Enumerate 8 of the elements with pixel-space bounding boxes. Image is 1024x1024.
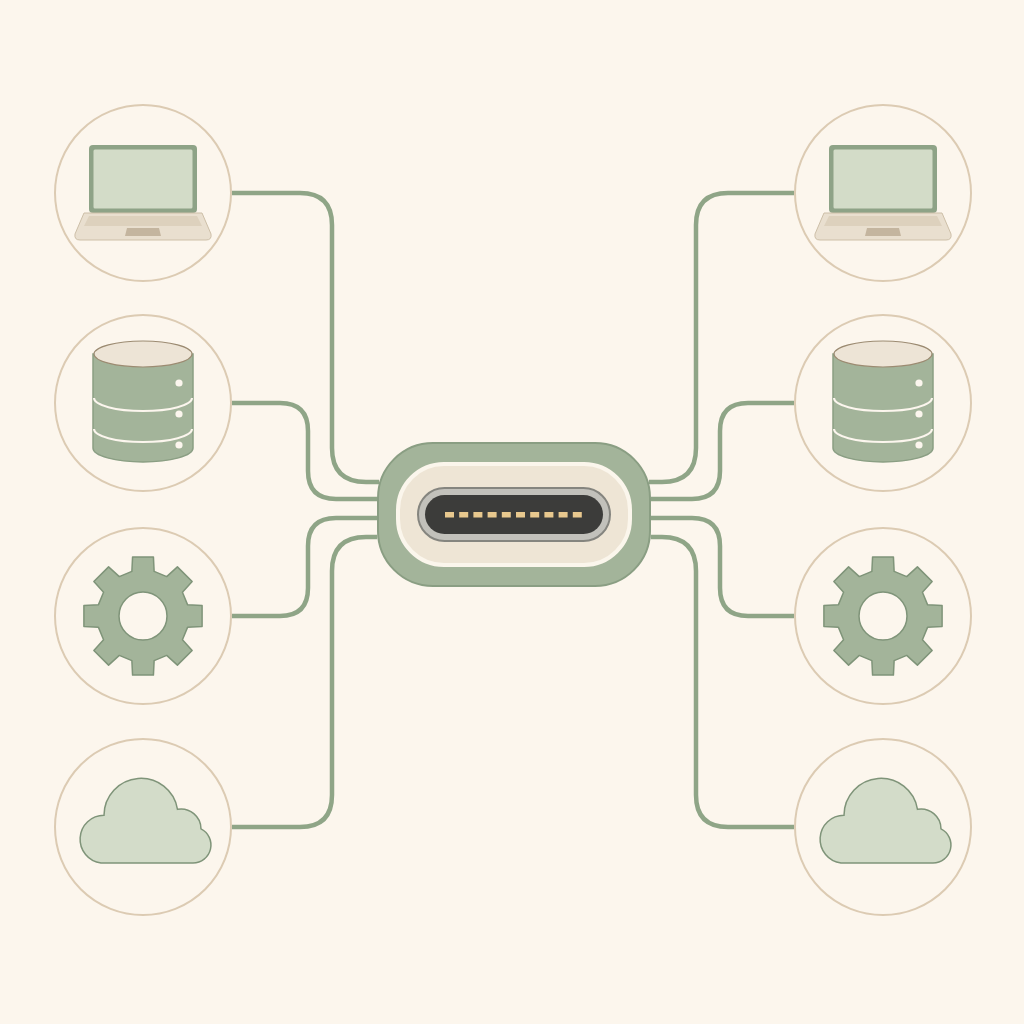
- usb-c-port-drawing: [377, 442, 651, 587]
- connector-line: [232, 400, 377, 502]
- connector-line: [232, 534, 378, 830]
- connector-line: [650, 534, 794, 830]
- connector-line: [648, 190, 794, 485]
- connector-line: [651, 400, 794, 502]
- connector-line: [232, 515, 377, 619]
- connector-line: [651, 515, 794, 619]
